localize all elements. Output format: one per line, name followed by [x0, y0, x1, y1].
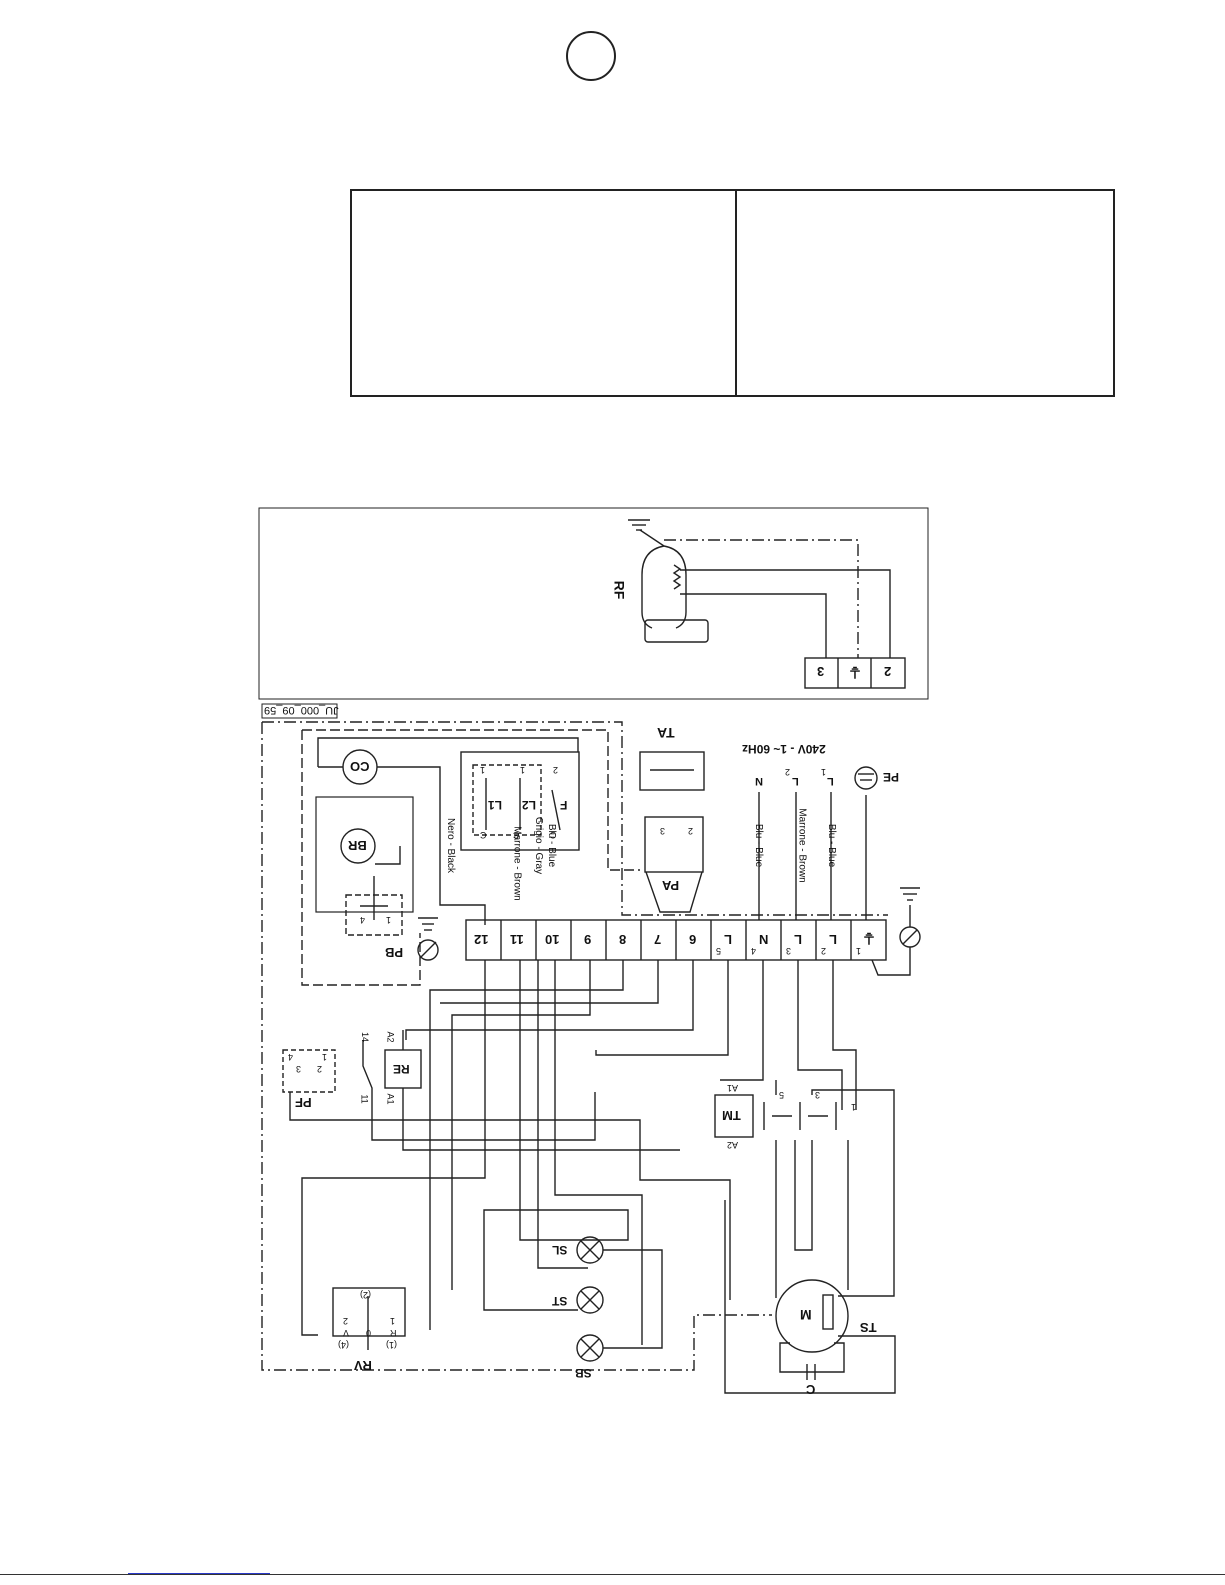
rf-terminal-block [804, 657, 906, 689]
thermostat-group [460, 751, 580, 851]
br-enclosure [315, 796, 414, 913]
pump-motor [775, 1279, 849, 1353]
pa-pressostat [644, 816, 704, 873]
ta-thermostat [639, 751, 705, 791]
rv-selector [332, 1287, 406, 1337]
c-capacitor-loop [779, 1342, 845, 1373]
pe-ground-symbol [854, 766, 878, 790]
footer-rule [0, 1574, 1225, 1575]
rf-cap [644, 619, 709, 643]
pf-switch [282, 1049, 336, 1093]
rf-bulb-outline [641, 545, 665, 629]
pb-ground-terminal [417, 939, 439, 961]
tm-main-contacts [763, 1102, 837, 1130]
rf-element-coil [672, 564, 682, 590]
info-table-divider [735, 191, 737, 395]
tm-contactor-coil [714, 1094, 754, 1138]
co-motor [342, 749, 378, 785]
re-relay-coil [384, 1049, 422, 1089]
page-marker-circle [566, 31, 616, 81]
rf-panel [258, 507, 929, 700]
br-motor [340, 828, 376, 864]
sl-lamp [576, 1236, 604, 1264]
terminal-dividers [500, 920, 852, 960]
pa-body [645, 871, 703, 913]
enclosure-boundary [261, 722, 772, 1371]
st-lamp [576, 1286, 604, 1314]
footer-link-underline[interactable] [128, 1573, 270, 1574]
ts-thermal-switch [822, 1294, 834, 1330]
sb-lamp [576, 1334, 604, 1362]
drawing-code-box [261, 703, 338, 719]
info-table [350, 189, 1115, 397]
